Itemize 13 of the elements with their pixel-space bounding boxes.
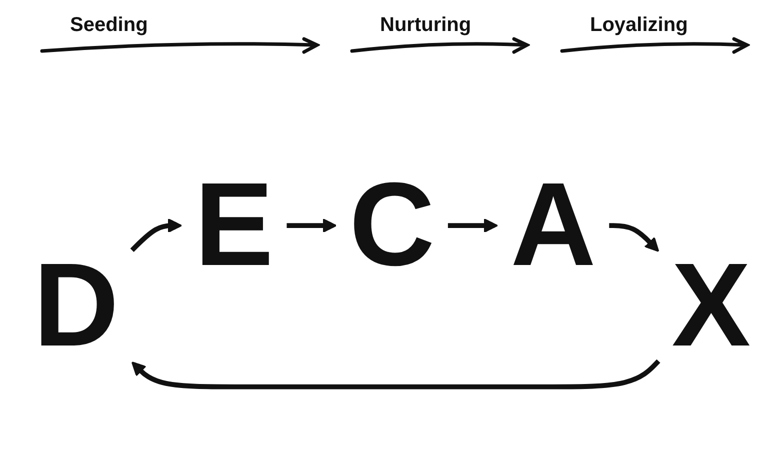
node-text: D [33,240,119,372]
stage-label: Loyalizing [590,14,688,37]
stage-label: Seeding [70,14,148,37]
arrow [286,218,337,233]
arrow [131,359,660,390]
node-text: C [349,160,435,292]
node-text: A [510,160,596,292]
node-text: E [194,160,274,292]
arrow [448,218,498,233]
node-text: X [672,240,751,372]
arrow [130,218,182,252]
stage-label: Nurturing [380,14,472,37]
arrow [609,223,660,252]
